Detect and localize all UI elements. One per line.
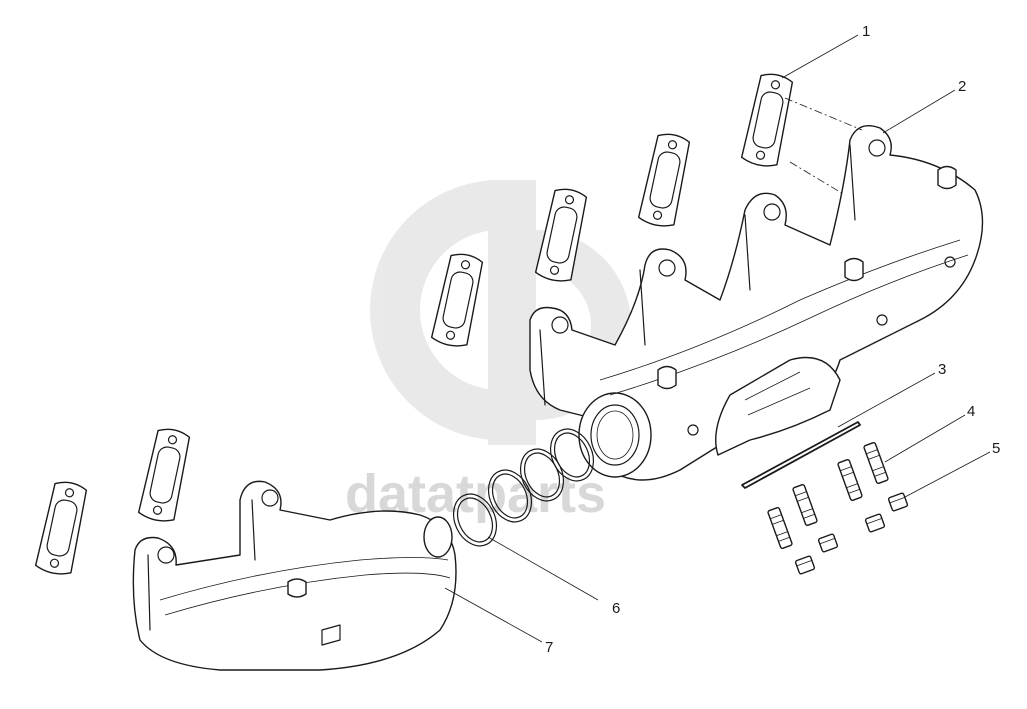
callout-6: 6 xyxy=(612,600,620,617)
callout-5: 5 xyxy=(992,440,1000,457)
leader-lines xyxy=(444,34,991,643)
callout-3: 3 xyxy=(938,361,946,378)
seal-rings xyxy=(452,428,595,547)
callout-7: 7 xyxy=(545,639,553,656)
studs xyxy=(767,442,889,549)
gasket-group xyxy=(34,73,794,575)
callout-1: 1 xyxy=(862,23,870,40)
turbo-gasket xyxy=(741,421,861,489)
exhaust-manifold-front xyxy=(132,480,457,671)
exhaust-manifold-rear xyxy=(529,125,984,481)
nuts xyxy=(794,492,909,575)
alignment-lines xyxy=(784,97,863,196)
callout-4: 4 xyxy=(967,403,975,420)
callout-2: 2 xyxy=(958,78,966,95)
